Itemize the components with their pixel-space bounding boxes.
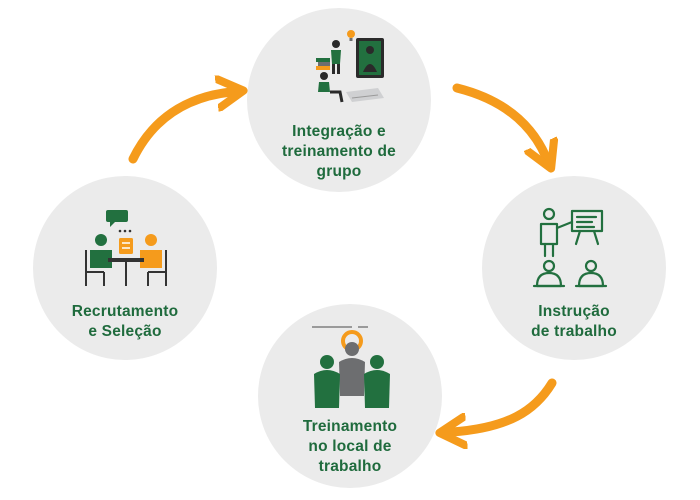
on-the-job-team-icon	[312, 326, 390, 408]
step-label-instrucao: Instrução de trabalho	[494, 302, 654, 342]
cycle-arrow-icon	[128, 92, 231, 164]
step-label-line: e Seleção	[88, 323, 162, 340]
cycle-arrow-icon	[452, 83, 546, 157]
step-label-recrutamento: Recrutamento e Seleção	[45, 302, 205, 342]
step-label-line: Instrução	[538, 303, 610, 320]
step-label-line: Recrutamento	[71, 303, 179, 320]
step-label-line: Integração e	[292, 123, 386, 140]
step-circle-instrucao	[482, 176, 666, 360]
presentation-instructor-icon	[532, 207, 608, 288]
step-label-line: Treinamento	[302, 418, 398, 435]
group-training-icon	[316, 30, 384, 103]
cycle-arrow-icon	[452, 378, 557, 432]
step-label-line: de trabalho	[531, 323, 617, 340]
step-label-line: grupo	[316, 163, 362, 180]
step-label-line: trabalho	[318, 458, 382, 475]
step-label-line: no local de	[308, 438, 392, 455]
step-label-treinamento: Treinamento no local de trabalho	[270, 417, 430, 477]
interview-meeting-icon	[85, 210, 167, 286]
step-label-integracao: Integração e treinamento de grupo	[259, 122, 419, 182]
step-circle-integracao	[247, 8, 431, 192]
step-label-line: treinamento de	[282, 143, 396, 160]
